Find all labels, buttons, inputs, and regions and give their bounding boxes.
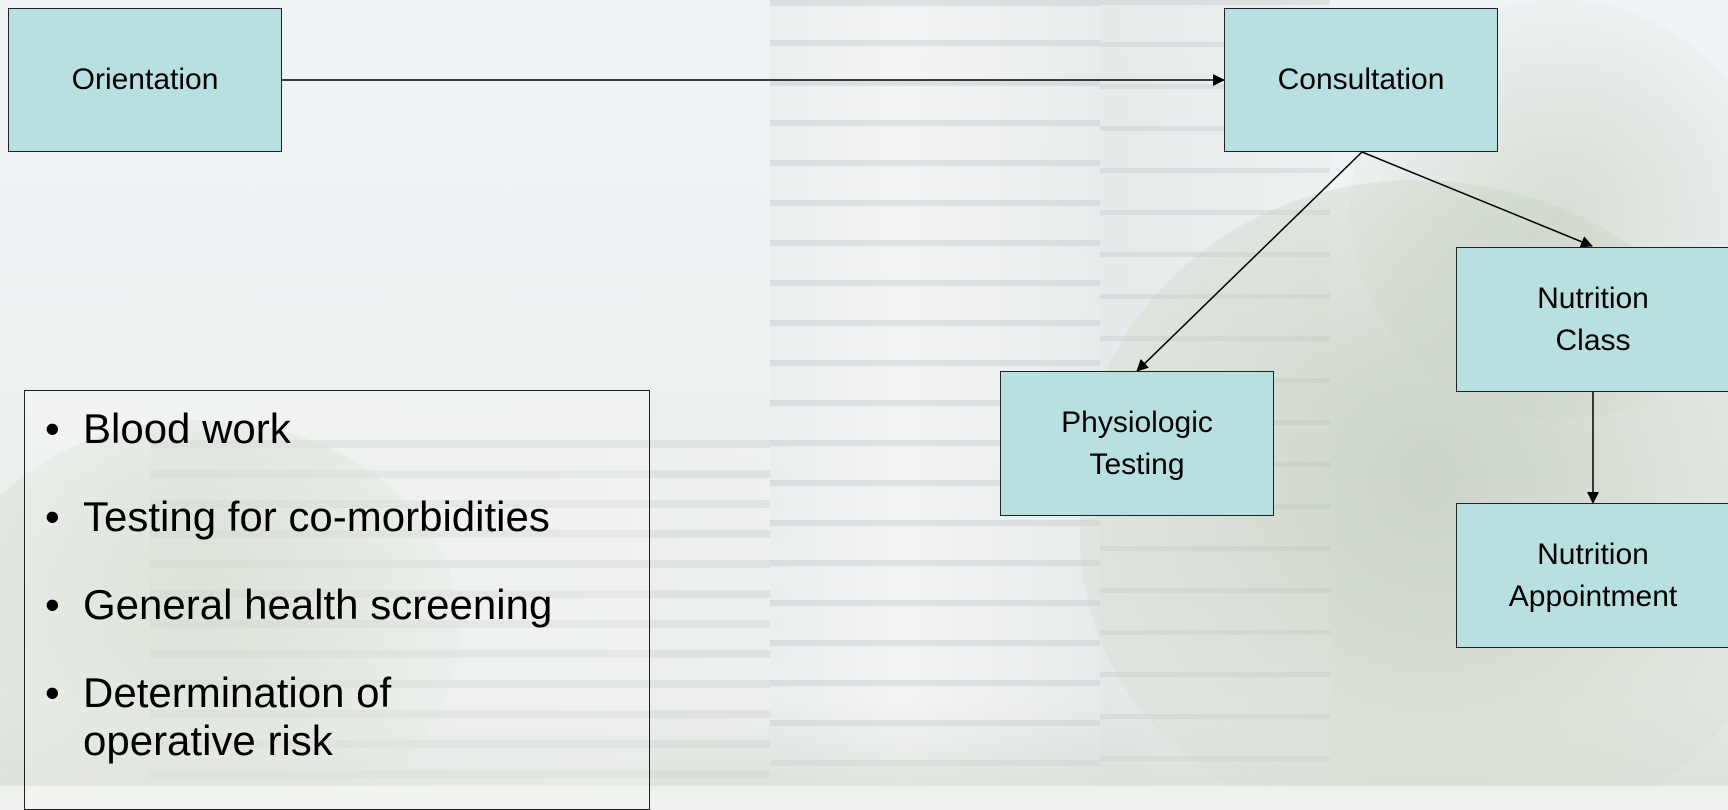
consultation-node: Consultation: [1224, 8, 1498, 152]
list-item: • Blood work: [45, 405, 639, 453]
list-item: • General health screening: [45, 581, 639, 629]
list-item: • Testing for co-morbidities: [45, 493, 639, 541]
arrow-consultation-to-physiologic-testing: [1136, 151, 1363, 372]
physiologic-testing-label: Physiologic Testing: [1061, 405, 1213, 481]
bullet-icon: •: [45, 581, 60, 628]
orientation-label: Orientation: [71, 63, 219, 96]
list-item-text: General health screening: [83, 581, 553, 628]
nutrition-appointment-node: Nutrition Appointment: [1456, 503, 1728, 648]
physiologic-testing-node: Physiologic Testing: [1000, 371, 1274, 516]
orientation-node: Orientation: [8, 8, 282, 152]
connectors: [282, 74, 1599, 504]
nutrition-class-node: Nutrition Class: [1456, 247, 1728, 392]
ground: [0, 700, 1728, 786]
list-item-text: Blood work: [83, 405, 291, 452]
list-item: • Determination of operative risk: [45, 669, 639, 765]
nutrition-appointment-label: Nutrition Appointment: [1508, 537, 1678, 613]
bullet-icon: •: [45, 405, 60, 452]
preop-testing-box: • Blood work • Testing for co-morbiditie…: [24, 390, 650, 810]
preop-testing-list: • Blood work • Testing for co-morbiditie…: [45, 405, 639, 765]
bullet-icon: •: [45, 493, 60, 540]
bullet-icon: •: [45, 669, 60, 716]
arrow-consultation-to-nutrition-class: [1361, 151, 1593, 248]
nutrition-class-label: Nutrition Class: [1537, 281, 1649, 357]
list-item-text: Determination of operative risk: [83, 669, 392, 764]
consultation-label: Consultation: [1277, 63, 1445, 96]
list-item-text: Testing for co-morbidities: [83, 493, 550, 540]
